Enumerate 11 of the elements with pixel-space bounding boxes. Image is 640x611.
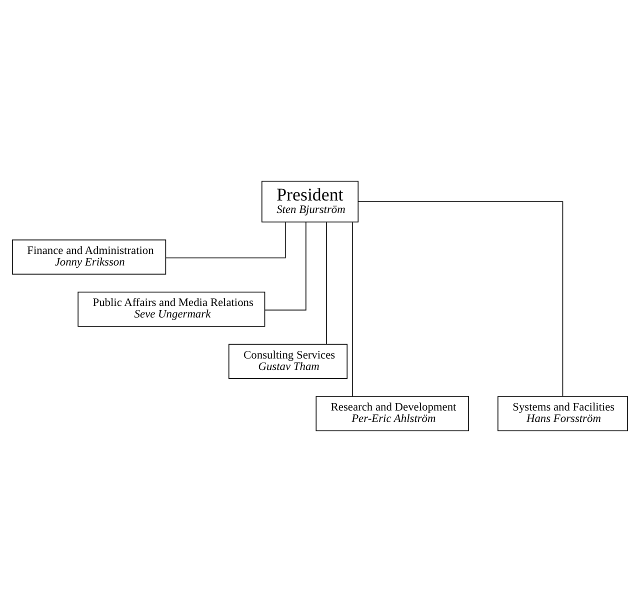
node-box: Research and Development Per-Eric Ahlström — [316, 396, 469, 431]
node-box: President Sten Bjurström — [262, 180, 359, 222]
node-box: Finance and Administration Jonny Eriksson — [12, 239, 166, 274]
connector — [264, 221, 306, 310]
connector — [165, 221, 286, 258]
connector — [352, 221, 354, 396]
node-box: Consulting Services Gustav Tham — [228, 343, 348, 378]
connector — [358, 200, 564, 396]
connector — [326, 221, 327, 344]
node-box: Systems and Facilities Hans Forsström — [498, 396, 628, 431]
node-box: Public Affairs and Media Relations Seve Ungermark — [78, 291, 266, 326]
